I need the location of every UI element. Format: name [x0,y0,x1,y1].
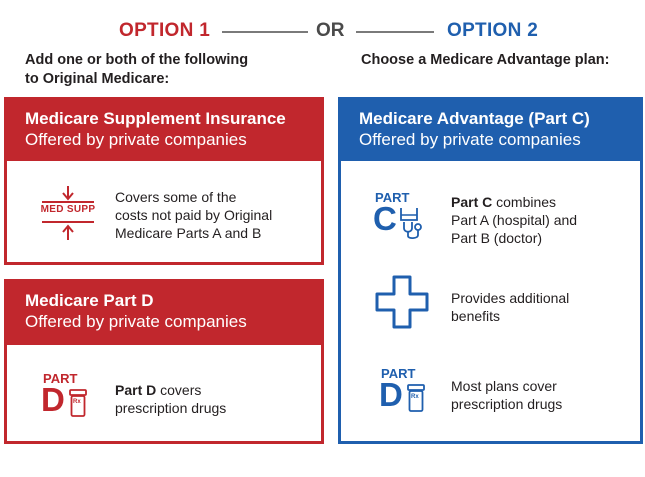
partd-subtitle: Offered by private companies [25,312,247,331]
part-c-icon: PART C [373,190,433,242]
hospital-stethoscope-icon [400,208,422,240]
part-c-line-3: Part B (doctor) [451,230,543,246]
partd-title: Medicare Part D [25,291,154,310]
plus-line-1: Provides additional [451,290,570,306]
medsupp-line-1: Covers some of the [115,189,237,205]
or-label: OR [316,20,345,41]
option-2-heading: OPTION 2 [447,20,539,41]
advantage-box: Medicare Advantage (Part C) Offered by p… [338,97,643,444]
advantage-header: Medicare Advantage (Part C) Offered by p… [341,100,640,161]
part-d-drugs-rx-label: Rx [411,394,419,400]
medsupp-subtitle: Offered by private companies [25,130,247,149]
medsupp-title: Medicare Supplement Insurance [25,109,286,128]
partd-header: Medicare Part D Offered by private compa… [7,282,321,345]
partd-line-2: prescription drugs [115,400,227,416]
partd-lead: Part D [115,382,157,398]
left-intro: Add one or both of the following to Orig… [25,51,248,89]
part-d-icon: PART D Rx [41,371,101,421]
plus-description: Provides additional benefits [451,289,569,325]
divider-left [222,31,308,33]
advantage-title: Medicare Advantage (Part C) [359,109,590,128]
part-d-rx-label: Rx [73,399,81,405]
part-c-line-1-rest: combines [492,194,557,210]
part-c-line-2: Part A (hospital) and [451,212,578,228]
option-1-heading: OPTION 1 [119,20,211,41]
part-d-drugs-description: Most plans cover prescription drugs [451,377,562,413]
left-intro-line-1: Add one or both of the following [25,52,249,68]
part-c-icon-letter: C [373,200,397,237]
plus-icon [375,275,429,329]
advantage-subtitle: Offered by private companies [359,130,581,149]
med-supp-icon-label: MED SUPP [40,204,96,215]
part-c-lead: Part C [451,194,493,210]
pill-bottle-icon [69,389,87,417]
part-c-description: Part C combines Part A (hospital) and Pa… [451,193,577,247]
part-d-drugs-icon: PART D Rx [379,366,439,418]
medsupp-box: Medicare Supplement Insurance Offered by… [4,97,324,265]
part-d-drugs-line-1: Most plans cover [451,378,557,394]
divider-right [356,31,434,33]
medsupp-line-2: costs not paid by Original [115,207,273,223]
partd-box: Medicare Part D Offered by private compa… [4,279,324,444]
med-supp-icon: MED SUPP [39,184,97,244]
partd-description: Part D covers prescription drugs [115,381,226,417]
part-d-drugs-icon-part: PART [381,366,416,381]
part-c-icon-part: PART [375,190,410,205]
right-intro: Choose a Medicare Advantage plan: [361,52,610,68]
part-d-drugs-icon-letter: D [379,376,403,413]
partd-line-1-rest: covers [156,382,202,398]
plus-line-2: benefits [451,308,501,324]
part-d-icon-part: PART [43,371,78,386]
pill-bottle-icon [407,384,425,412]
part-d-icon-letter: D [41,381,65,418]
medsupp-line-3: Medicare Parts A and B [115,225,262,241]
left-intro-line-2: to Original Medicare: [25,71,170,87]
medsupp-description: Covers some of the costs not paid by Ori… [115,188,272,242]
medsupp-header: Medicare Supplement Insurance Offered by… [7,100,321,161]
part-d-drugs-line-2: prescription drugs [451,396,563,412]
